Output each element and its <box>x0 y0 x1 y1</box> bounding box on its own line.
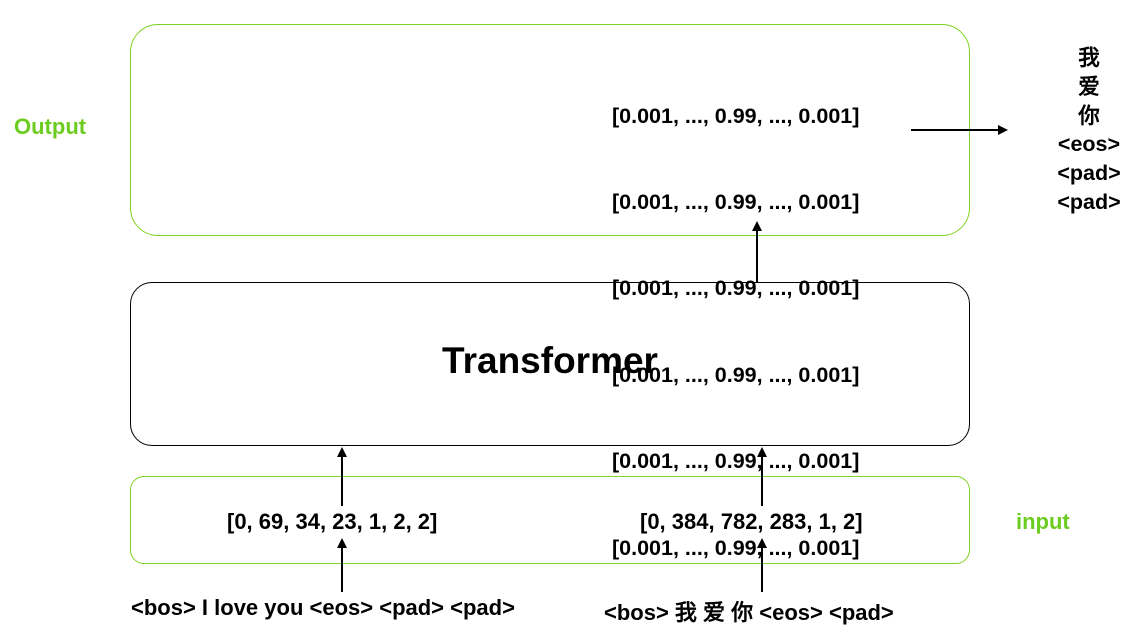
matrix-row: [0.001, ..., 0.99, ..., 0.001] <box>612 189 860 214</box>
target-ids: [0, 384, 782, 283, 1, 2] <box>640 509 863 534</box>
target-text: <bos> 我 爱 你 <eos> <pad> <box>604 600 894 625</box>
matrix-row: [0.001, ..., 0.99, ..., 0.001] <box>612 535 860 560</box>
matrix-row: [0.001, ..., 0.99, ..., 0.001] <box>612 103 860 128</box>
output-token: <eos> <box>1057 132 1121 157</box>
output-tokens: 我 爱 你 <eos> <pad> <pad> <box>1052 44 1126 217</box>
output-token: <pad> <box>1057 161 1121 186</box>
source-text: <bos> I love you <eos> <pad> <pad> <box>131 595 515 620</box>
matrix-row: [0.001, ..., 0.99, ..., 0.001] <box>612 362 860 387</box>
output-token: 爱 <box>1078 74 1100 99</box>
source-ids: [0, 69, 34, 23, 1, 2, 2] <box>227 509 438 534</box>
output-token: <pad> <box>1057 189 1121 214</box>
input-label: input <box>1016 509 1070 534</box>
output-label: Output <box>14 114 87 139</box>
input-box <box>130 476 970 564</box>
output-token: 我 <box>1078 46 1100 70</box>
output-matrix: [0.001, ..., 0.99, ..., 0.001] [0.001, .… <box>612 44 859 591</box>
matrix-row: [0.001, ..., 0.99, ..., 0.001] <box>612 276 860 301</box>
transformer-box <box>130 282 970 446</box>
matrix-row: [0.001, ..., 0.99, ..., 0.001] <box>612 449 860 474</box>
output-token: 你 <box>1078 103 1100 128</box>
transformer-title: Transformer <box>442 340 658 381</box>
